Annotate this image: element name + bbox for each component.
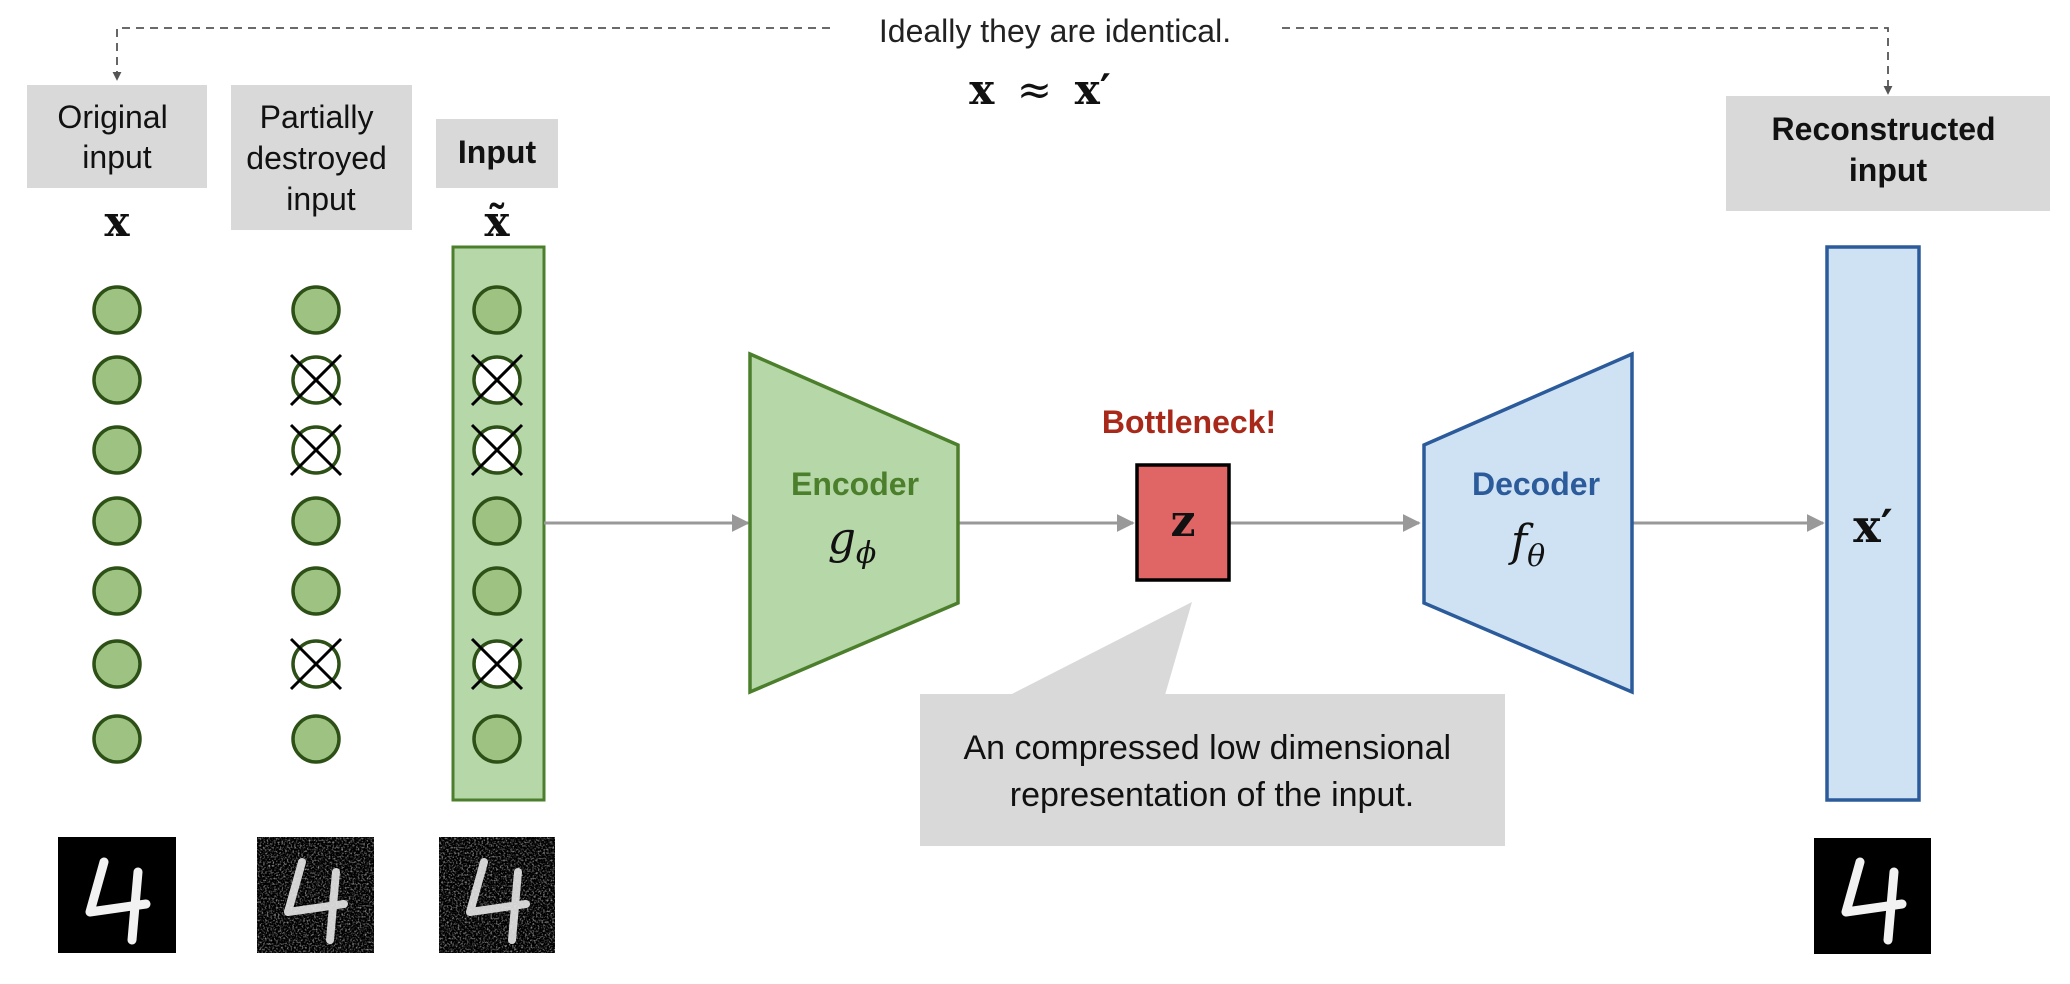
reconstructed-label: Reconstructed input: [1772, 111, 2005, 188]
input-column: Input x̃: [436, 119, 558, 953]
original-node-kept: [92, 496, 142, 546]
input-node-kept: [472, 496, 522, 546]
original-input-label: Original input: [57, 99, 176, 175]
identity-note-text: Ideally they are identical.: [879, 13, 1231, 49]
decoder-block: Decoder fθ: [1422, 351, 1634, 695]
original-input-column: Original input x: [27, 85, 207, 953]
encoder-label: Encoder: [791, 466, 919, 502]
input-node-kept: [472, 566, 522, 616]
original-node-kept: [92, 425, 142, 475]
destroyed-node-kept: [291, 566, 341, 616]
output-symbol: x′: [1853, 499, 1893, 553]
original-node-kept: [92, 639, 142, 689]
encoder-trapezoid: [748, 351, 960, 695]
original-input-label-box: [27, 85, 207, 188]
input-label: Input: [458, 134, 537, 170]
original-input-symbol: x: [104, 197, 130, 246]
input-label-box: [436, 119, 558, 188]
mnist-digit-noisy-1: [257, 837, 374, 953]
decoder-label: Decoder: [1472, 466, 1600, 502]
bottleneck-callout: An compressed low dimensional representa…: [920, 602, 1505, 846]
decoder-trapezoid: [1422, 351, 1634, 695]
input-symbol: x̃: [484, 197, 510, 246]
bottleneck-box: [1135, 463, 1231, 582]
original-node-kept: [92, 285, 142, 335]
encoder-block: Encoder gϕ: [748, 351, 960, 695]
input-node-destroyed: [470, 423, 524, 477]
input-node-destroyed: [470, 637, 524, 691]
mnist-digit-noisy-2: [439, 837, 555, 953]
original-input-nodes: [92, 285, 142, 764]
original-node-kept: [92, 355, 142, 405]
destroyed-input-column: Partially destroyed input: [231, 85, 412, 953]
destroyed-node-destroyed: [289, 423, 343, 477]
identity-equation: x ≈ x′: [969, 65, 1111, 114]
mnist-digit-reconstructed: [1814, 838, 1931, 954]
encoder-function: gϕ: [828, 513, 877, 571]
input-nodes: [470, 285, 524, 764]
input-node-destroyed: [470, 353, 524, 407]
destroyed-node-kept: [291, 285, 341, 335]
mnist-digit-original: [58, 837, 176, 953]
destroyed-node-destroyed: [289, 353, 343, 407]
output-layer-box: [1825, 245, 1921, 802]
destroyed-input-nodes: [289, 285, 343, 764]
input-node-kept: [472, 285, 522, 335]
identity-note: Ideally they are identical. x ≈ x′: [112, 13, 1893, 114]
destroyed-input-label: Partially destroyed input: [246, 99, 395, 217]
destroyed-node-destroyed: [289, 637, 343, 691]
bottleneck-block: Bottleneck! z: [1102, 404, 1276, 582]
callout-pointer: [1010, 602, 1192, 695]
reconstructed-label-box: [1726, 96, 2050, 211]
callout-text: An compressed low dimensional representa…: [963, 729, 1460, 814]
callout-box: [920, 694, 1505, 846]
input-node-kept: [472, 714, 522, 764]
destroyed-input-label-box: [231, 85, 412, 230]
bottleneck-label: Bottleneck!: [1102, 404, 1276, 440]
original-node-kept: [92, 714, 142, 764]
original-node-kept: [92, 566, 142, 616]
destroyed-node-kept: [291, 714, 341, 764]
reconstructed-column: Reconstructed input x′: [1726, 96, 2050, 954]
destroyed-node-kept: [291, 496, 341, 546]
bottleneck-symbol: z: [1171, 496, 1196, 547]
dashed-connector-right: [1282, 27, 1893, 95]
dashed-connector-left: [112, 27, 830, 81]
